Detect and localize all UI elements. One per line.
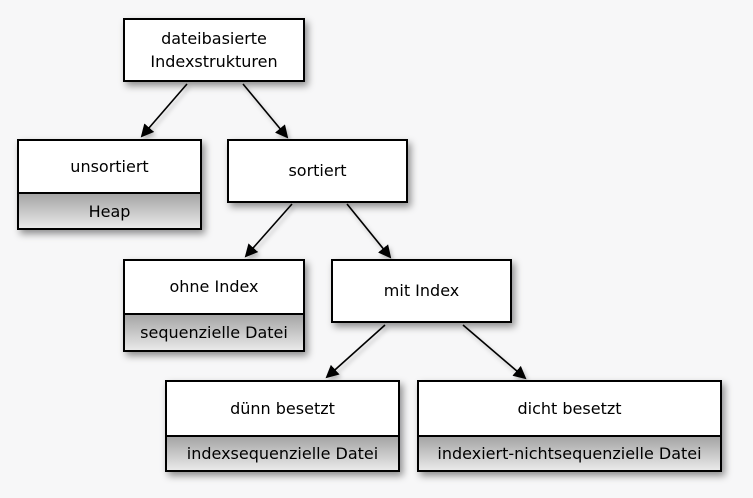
node-mit-index: mit Index — [331, 259, 512, 323]
node-root-line1: dateibasierte — [161, 29, 267, 48]
node-dicht-besetzt: dicht besetzt indexiert-nichtsequenziell… — [417, 380, 722, 472]
node-ohne-index-label: ohne Index — [169, 277, 259, 296]
node-duenn-besetzt-sublabel: indexsequenzielle Datei — [167, 435, 398, 470]
node-unsortiert-label: unsortiert — [70, 156, 149, 176]
node-unsortiert: unsortiert Heap — [17, 139, 202, 230]
node-ohne-index: ohne Index sequenzielle Datei — [123, 259, 305, 352]
edge-sortiert-ohne-index — [244, 203, 293, 258]
node-dicht-besetzt-label: dicht besetzt — [517, 398, 622, 418]
edge-sortiert-mit-index — [346, 203, 392, 259]
node-root-label: dateibasierte Indexstrukturen — [125, 20, 303, 80]
node-unsortiert-sublabel: Heap — [19, 192, 200, 228]
edge-root-sortiert — [242, 83, 289, 139]
edge-root-unsortiert — [140, 83, 188, 138]
node-root: dateibasierte Indexstrukturen — [123, 18, 305, 82]
node-dicht-besetzt-sublabel: indexiert-nichtsequenzielle Datei — [419, 435, 720, 470]
edge-mit-index-duenn-besetzt — [325, 324, 386, 379]
node-sortiert-label: sortiert — [288, 161, 347, 180]
node-sortiert: sortiert — [227, 139, 408, 203]
node-root-line2: Indexstrukturen — [150, 52, 278, 71]
node-duenn-besetzt-label: dünn besetzt — [230, 398, 335, 418]
node-ohne-index-sublabel: sequenzielle Datei — [125, 313, 303, 350]
node-duenn-besetzt: dünn besetzt indexsequenzielle Datei — [165, 380, 400, 472]
node-mit-index-label: mit Index — [383, 281, 460, 300]
edge-mit-index-dicht-besetzt — [462, 324, 527, 380]
